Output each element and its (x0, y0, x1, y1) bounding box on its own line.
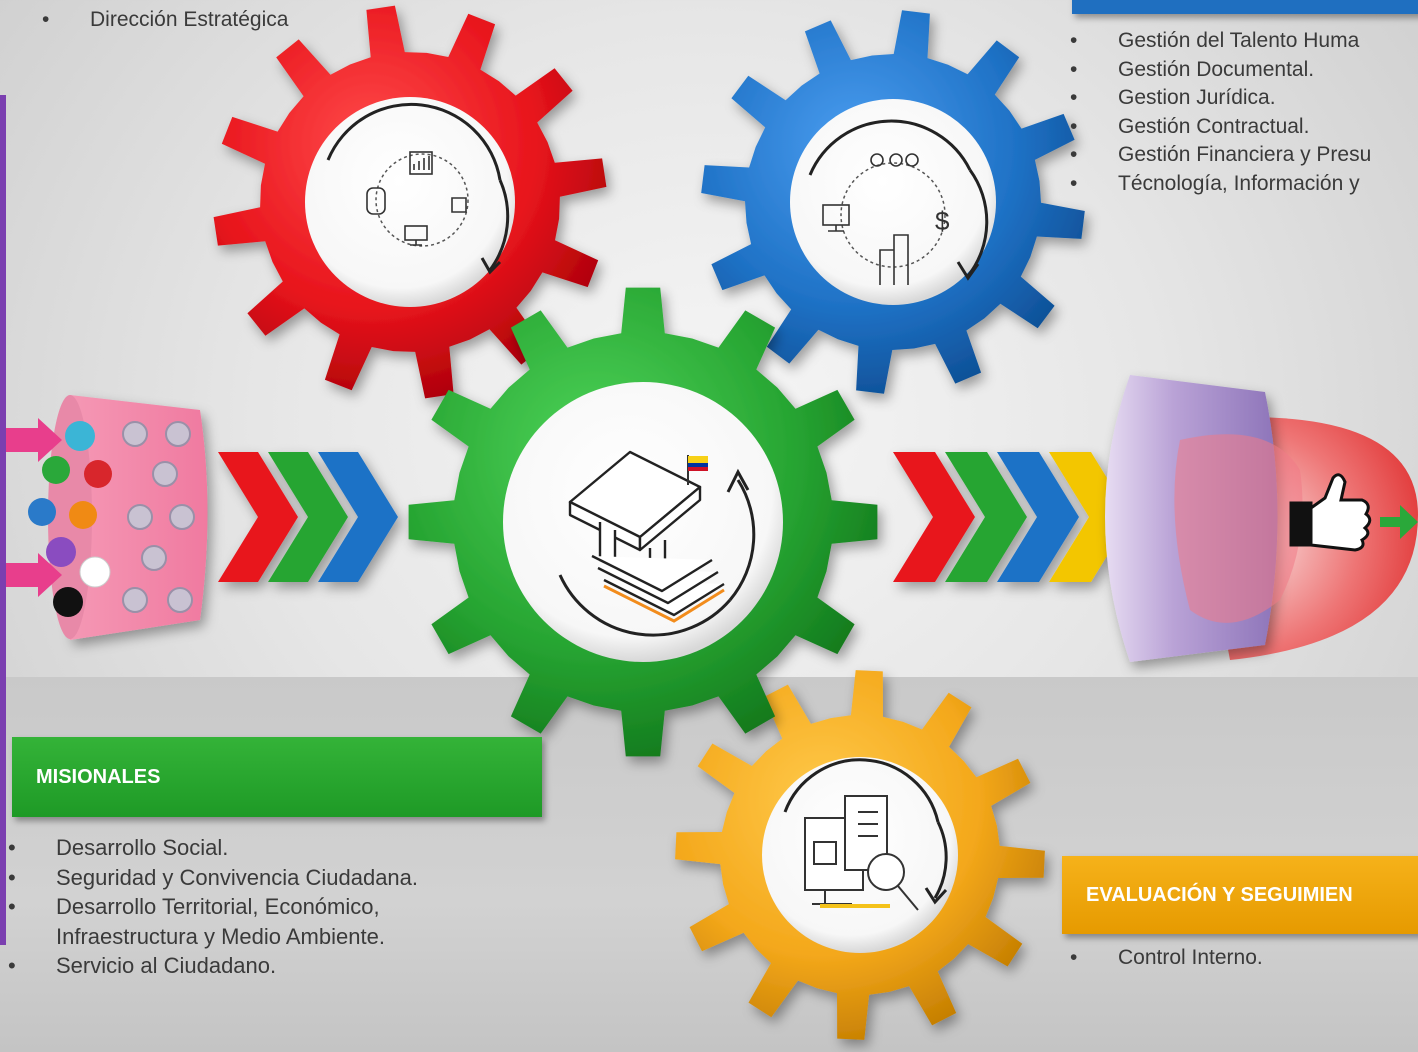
misional-process-list: Desarrollo Social. Seguridad y Convivenc… (8, 833, 418, 981)
strategy-cycle-icon (305, 97, 515, 307)
evaluation-process-list: Control Interno. (1070, 946, 1263, 970)
support-process-list: Gestión del Talento Huma Gestión Documen… (1070, 27, 1371, 199)
output-arrow-icon (1380, 505, 1418, 539)
support-cycle-icon: $ (790, 99, 996, 305)
evaluation-title: EVALUACIÓN Y SEGUIMIEN (1086, 883, 1353, 906)
support-item: Gestión Contractual. (1070, 113, 1371, 142)
support-item: Gestión Documental. (1070, 56, 1371, 85)
input-arrow-icon (6, 418, 62, 597)
misional-item: Servicio al Ciudadano. (8, 951, 418, 981)
misional-title: MISIONALES (36, 765, 161, 788)
evaluation-icon (762, 757, 958, 953)
support-item: Gestion Jurídica. (1070, 84, 1371, 113)
output-chevrons (893, 452, 1131, 582)
input-chevrons (218, 452, 398, 582)
evaluation-header: EVALUACIÓN Y SEGUIMIEN (1062, 856, 1418, 934)
support-item: Gestión del Talento Huma (1070, 27, 1371, 56)
misional-item: Desarrollo Territorial, Económico, Infra… (8, 892, 418, 951)
misional-header: MISIONALES (12, 737, 542, 817)
input-balls (28, 421, 112, 617)
support-item: Gestión Financiera y Presu (1070, 141, 1371, 170)
misional-item-line1: Desarrollo Territorial, Económico, (56, 894, 380, 919)
strategic-item: Dirección Estratégica (42, 6, 288, 34)
thumbs-up-icon (1289, 473, 1372, 552)
strategic-process-list: Dirección Estratégica (42, 6, 288, 34)
left-accent-border (0, 95, 6, 945)
evaluation-item: Control Interno. (1070, 946, 1263, 970)
support-item: Técnología, Información y (1070, 170, 1371, 199)
svg-text:$: $ (935, 206, 950, 236)
support-header-bar (1072, 0, 1418, 14)
misional-item-line2: Infraestructura y Medio Ambiente. (56, 923, 385, 949)
colombia-flag-icon (687, 455, 708, 485)
misional-item: Seguridad y Convivencia Ciudadana. (8, 863, 418, 893)
government-building-icon (503, 382, 783, 662)
misional-item: Desarrollo Social. (8, 833, 418, 863)
